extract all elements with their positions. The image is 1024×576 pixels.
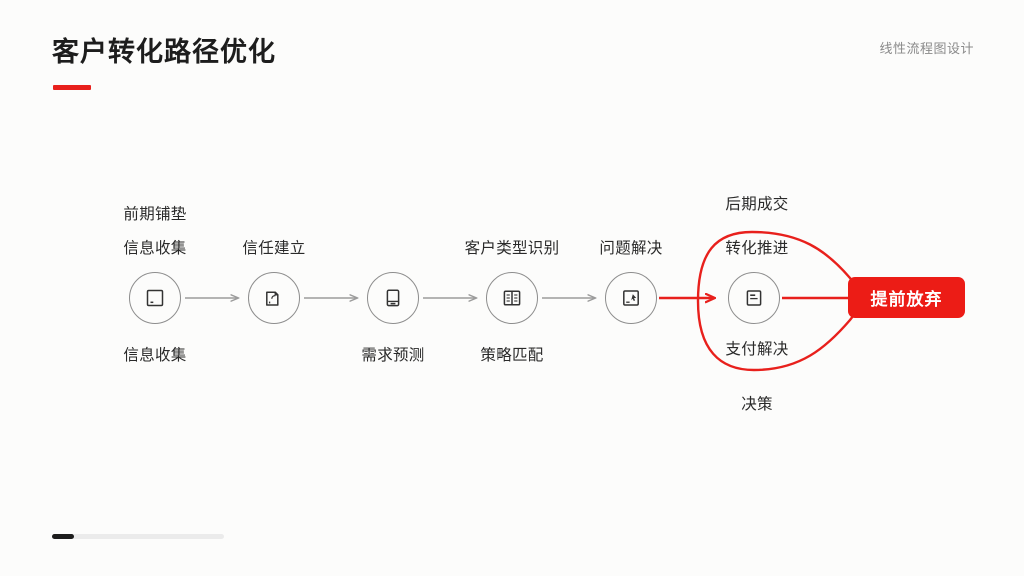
flow-node-6-label-above-outer: 后期成交	[725, 196, 789, 213]
page-title: 客户转化路径优化	[52, 37, 276, 67]
flow-node-3[interactable]	[367, 272, 419, 324]
progress-bar-fill	[52, 534, 75, 539]
flow-node-1[interactable]	[129, 272, 181, 324]
flow-node-4-label-below: 策略匹配	[480, 347, 544, 364]
flow-node-1-label-below: 信息收集	[123, 347, 187, 364]
flow-node-1-label-above: 前期铺垫	[123, 206, 187, 223]
text-document-icon	[742, 286, 766, 310]
flow-node-6-label-below-outer: 决策	[741, 396, 773, 413]
flow-node-6[interactable]	[728, 272, 780, 324]
flow-node-5-label-above: 问题解决	[599, 240, 663, 257]
flow-node-4[interactable]	[486, 272, 538, 324]
flow-node-2-label-above: 信任建立	[242, 240, 306, 257]
flow-node-6-label-below: 支付解决	[725, 341, 789, 358]
title-underline-accent	[53, 85, 91, 90]
flow-node-2[interactable]	[248, 272, 300, 324]
square-document-icon	[143, 286, 167, 310]
flow-node-1-label-above-2: 信息收集	[123, 240, 187, 257]
folder-icon	[262, 286, 286, 310]
progress-bar-track[interactable]	[52, 534, 224, 539]
flow-node-4-label-above: 客户类型识别	[464, 240, 560, 257]
tablet-icon	[381, 286, 405, 310]
flow-node-5[interactable]	[605, 272, 657, 324]
cursor-screen-icon	[619, 286, 643, 310]
corner-tag-label: 线性流程图设计	[879, 41, 974, 56]
flow-node-3-label-below: 需求预测	[361, 347, 425, 364]
end-state-button[interactable]: 提前放弃	[848, 277, 965, 318]
flow-node-6-label-above: 转化推进	[725, 240, 789, 257]
two-column-list-icon	[500, 286, 524, 310]
